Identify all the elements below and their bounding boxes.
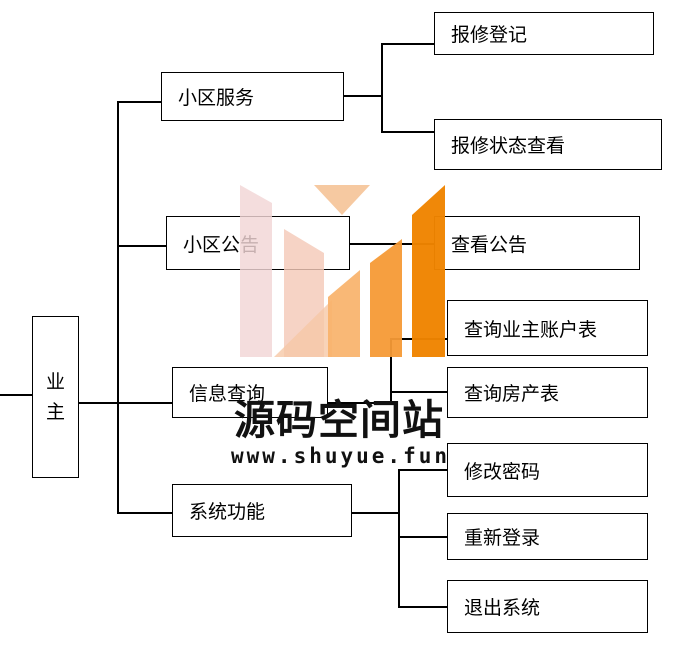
branch-4-to-child-1 bbox=[398, 469, 448, 471]
branch-3-to-child-2 bbox=[390, 391, 448, 393]
branch-4-to-child-2 bbox=[398, 536, 448, 538]
trunk-to-branch-3 bbox=[117, 402, 173, 404]
branch-4-spine bbox=[398, 469, 400, 606]
branch-2-to-child-1 bbox=[349, 243, 435, 245]
leaf-node-change-password: 修改密码 bbox=[447, 443, 648, 497]
leaf-label: 修改密码 bbox=[464, 460, 541, 483]
leaf-node-relogin: 重新登录 bbox=[447, 513, 648, 560]
leaf-label: 报修登记 bbox=[451, 24, 528, 46]
root-to-trunk-line bbox=[78, 402, 118, 404]
branch-3-spine bbox=[390, 338, 392, 402]
branch-label: 信息查询 bbox=[189, 383, 266, 405]
trunk-to-branch-4 bbox=[117, 512, 173, 514]
leaf-node-exit-system: 退出系统 bbox=[447, 580, 648, 633]
main-trunk-line bbox=[117, 101, 119, 513]
branch-3-out-line bbox=[327, 402, 391, 404]
leaf-node-view-notice: 查看公告 bbox=[434, 216, 640, 270]
watermark-title: 源码空间站 bbox=[234, 396, 444, 444]
watermark-url: www.shuyue.fun bbox=[231, 444, 451, 468]
branch-node-info-query: 信息查询 bbox=[172, 367, 328, 418]
leaf-label: 查看公告 bbox=[451, 233, 528, 256]
root-label-char-1: 业 bbox=[45, 371, 65, 393]
branch-node-community-service: 小区服务 bbox=[161, 72, 344, 121]
branch-1-to-child-2 bbox=[381, 131, 435, 133]
leaf-label: 查询房产表 bbox=[464, 383, 560, 405]
watermark-logo bbox=[240, 185, 445, 357]
branch-4-out-line bbox=[351, 512, 399, 514]
leaf-node-query-property: 查询房产表 bbox=[447, 367, 648, 418]
leaf-label: 重新登录 bbox=[464, 527, 541, 549]
branch-label: 系统功能 bbox=[189, 501, 266, 523]
leaf-node-query-owner-account: 查询业主账户表 bbox=[447, 300, 648, 356]
branch-1-out-line bbox=[343, 95, 382, 97]
leaf-label: 查询业主账户表 bbox=[464, 318, 598, 341]
branch-node-system-functions: 系统功能 bbox=[172, 484, 352, 537]
root-entry-line bbox=[0, 394, 32, 396]
trunk-to-branch-1 bbox=[117, 101, 162, 103]
leaf-label: 报修状态查看 bbox=[451, 135, 566, 157]
leaf-node-repair-register: 报修登记 bbox=[434, 12, 654, 55]
root-node-owner: 业 主 bbox=[32, 316, 79, 478]
branch-1-to-child-1 bbox=[381, 43, 434, 45]
leaf-node-repair-status: 报修状态查看 bbox=[434, 119, 662, 170]
branch-1-spine bbox=[381, 43, 383, 131]
branch-label: 小区服务 bbox=[178, 87, 255, 109]
trunk-to-branch-2 bbox=[117, 245, 167, 247]
leaf-label: 退出系统 bbox=[464, 597, 541, 619]
root-label-char-2: 主 bbox=[45, 401, 65, 423]
branch-4-to-child-3 bbox=[398, 606, 448, 608]
